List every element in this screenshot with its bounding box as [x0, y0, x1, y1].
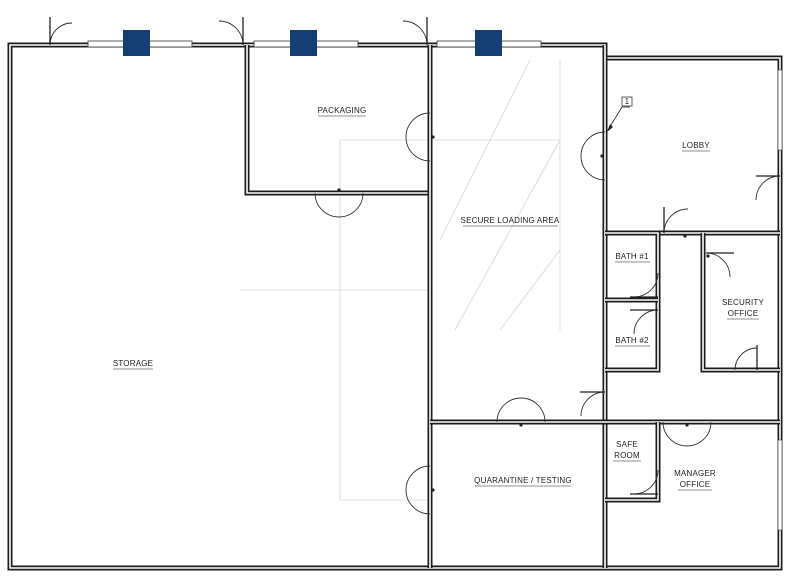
label-security-office-line1: SECURITY — [722, 298, 765, 307]
doors — [49, 17, 781, 515]
window-marker — [475, 30, 502, 56]
label-packaging: PACKAGING — [318, 106, 367, 115]
label-manager-office-line2: OFFICE — [680, 480, 711, 489]
window-markers — [123, 30, 502, 56]
label-bath-2: BATH #2 — [615, 336, 649, 345]
label-manager-office-line1: MANAGER — [674, 469, 716, 478]
windows — [87, 40, 783, 531]
label-safe-room-line2: ROOM — [614, 451, 640, 460]
window-marker — [290, 30, 317, 56]
label-security-office-line2: OFFICE — [728, 309, 759, 318]
label-safe-room-line1: SAFE — [616, 440, 638, 449]
revision-callout: 1 — [607, 96, 633, 132]
label-secure-loading-area: SECURE LOADING AREA — [461, 216, 560, 225]
walls — [7, 42, 783, 571]
label-bath-1: BATH #1 — [615, 252, 649, 261]
label-quarantine-testing: QUARANTINE / TESTING — [474, 476, 572, 485]
callout-number: 1 — [625, 97, 630, 106]
background-ghost-lines — [240, 59, 561, 501]
room-labels: PACKAGING LOBBY SECURE LOADING AREA BATH… — [113, 106, 765, 491]
label-storage: STORAGE — [113, 359, 153, 368]
label-lobby: LOBBY — [682, 141, 710, 150]
window-marker — [123, 30, 150, 56]
